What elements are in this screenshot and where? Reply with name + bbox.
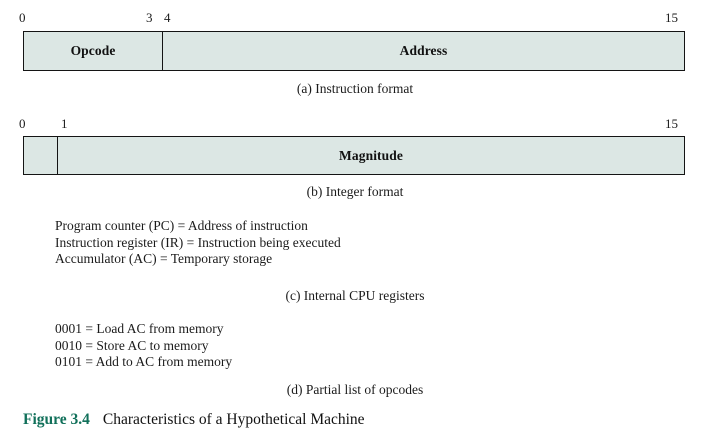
integer-field-magnitude-label: Magnitude [339, 147, 403, 163]
bit-label-integer-magnitude-start: 1 [61, 116, 68, 131]
instruction-field-opcode-label: Opcode [70, 43, 116, 58]
instruction-format-box: Opcode Address [23, 31, 685, 71]
integer-format-box: Magnitude [23, 136, 685, 175]
instruction-field-address: Address [162, 32, 684, 70]
instruction-format-bit-ruler: 0 3 4 15 [0, 8, 704, 28]
instruction-field-address-label: Address [399, 43, 448, 58]
figure-number: Figure 3.4 [23, 411, 90, 428]
bit-label-instruction-address-start: 4 [164, 10, 171, 25]
instruction-field-opcode: Opcode [24, 32, 162, 70]
cpu-register-line: Instruction register (IR) = Instruction … [55, 234, 341, 250]
integer-field-magnitude: Magnitude [57, 137, 684, 174]
cpu-register-line: Accumulator (AC) = Temporary storage [55, 251, 273, 266]
figure-title: Characteristics of a Hypothetical Machin… [102, 411, 365, 428]
caption-instruction-format: (a) Instruction format [296, 81, 414, 96]
bit-label-integer-start: 0 [19, 116, 26, 131]
caption-integer-format: (b) Integer format [306, 184, 404, 199]
integer-format-bit-ruler: 0 1 15 [0, 114, 704, 134]
bit-label-instruction-end: 15 [665, 10, 678, 25]
opcode-line: 0101 = Add to AC from memory [55, 354, 233, 369]
bit-label-instruction-start: 0 [19, 10, 26, 25]
caption-opcodes: (d) Partial list of opcodes [286, 382, 424, 397]
caption-cpu-registers: (c) Internal CPU registers [285, 288, 425, 303]
cpu-register-line: Program counter (PC) = Address of instru… [55, 218, 308, 233]
opcode-line: 0010 = Store AC to memory [55, 337, 209, 353]
cpu-registers-list: Program counter (PC) = Address of instru… [55, 218, 341, 268]
figure-caption: Figure 3.4 Characteristics of a Hypotheti… [23, 410, 365, 430]
integer-field-sign [24, 137, 57, 174]
opcodes-list: 0001 = Load AC from memory 0010 = Store … [55, 321, 232, 371]
bit-label-instruction-opcode-end: 3 [146, 10, 153, 25]
opcode-line: 0001 = Load AC from memory [55, 321, 224, 336]
bit-label-integer-end: 15 [665, 116, 678, 131]
